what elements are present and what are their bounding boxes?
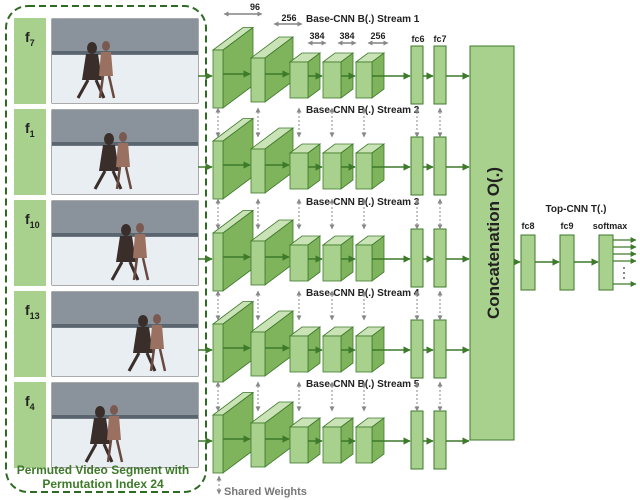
- conv2-block: [249, 36, 295, 103]
- frame-label: f1: [25, 120, 35, 139]
- fc7-block: [433, 136, 447, 196]
- stream-label: Base-CNN B(.) Stream 5: [306, 379, 420, 390]
- frame-item: f1: [14, 109, 199, 195]
- frame-label-panel: [14, 382, 46, 468]
- conv2-block: [249, 127, 295, 194]
- frame-item: f13: [14, 291, 199, 377]
- segment-caption-line2: Permutation Index 24: [42, 477, 164, 491]
- frame-item: f4: [14, 382, 199, 468]
- conv4-block: [321, 326, 355, 373]
- stream-label: Base-CNN B(.) Stream 4: [306, 288, 420, 299]
- top-cnn-label: Top-CNN T(.): [546, 204, 607, 215]
- frame-label-panel: [14, 109, 46, 195]
- fc7-block: [433, 410, 447, 470]
- shared-weights-text: Shared Weights: [224, 486, 307, 498]
- conv1-block: [211, 26, 255, 109]
- concatenation-label: Concatenation O(.): [484, 167, 503, 319]
- fc6-block: [410, 45, 424, 105]
- dimension-labels: 96 256 384 384 256 fc6 fc7: [223, 2, 447, 46]
- segment-caption-line1: Permuted Video Segment with: [17, 463, 189, 477]
- stream-1: Base-CNN B(.) Stream 1: [198, 14, 470, 109]
- stream-4: Base-CNN B(.) Stream 4: [198, 288, 470, 383]
- streams-layer: Base-CNN B(.) Stream 1 Base-CNN B(.) Stre…: [198, 14, 470, 474]
- shared-weights-legend: Shared Weights: [216, 475, 307, 498]
- fc9-label: fc9: [560, 221, 573, 231]
- conv2-block: [249, 310, 295, 377]
- stream-label: Base-CNN B(.) Stream 1: [306, 14, 420, 25]
- conv5-block: [354, 326, 386, 373]
- stream-label: Base-CNN B(.) Stream 2: [306, 105, 420, 116]
- fc9-block: [559, 234, 575, 291]
- conv3-block: [288, 326, 322, 373]
- dim-384-label-2: 384: [339, 31, 354, 41]
- frame-item: f7: [14, 18, 199, 104]
- dim-96-label: 96: [250, 2, 260, 12]
- fc6-label: fc6: [411, 34, 424, 44]
- stream-2: Base-CNN B(.) Stream 2: [198, 105, 470, 200]
- conv2-block: [249, 219, 295, 286]
- fc7-label: fc7: [433, 34, 446, 44]
- stream-5: Base-CNN B(.) Stream 5: [198, 379, 470, 474]
- frame-label: f10: [25, 211, 40, 230]
- fc7-block: [433, 228, 447, 288]
- fc7-block: [433, 45, 447, 105]
- fc6-block: [410, 410, 424, 470]
- concatenation-block: Concatenation O(.): [469, 45, 515, 441]
- fc8-label: fc8: [521, 221, 534, 231]
- fc6-block: [410, 319, 424, 379]
- frame-label: f13: [25, 302, 40, 321]
- frame-label: f4: [25, 393, 35, 412]
- frame-label-panel: [14, 200, 46, 286]
- top-cnn: Top-CNN T(.) fc8 fc9 softmax: [513, 204, 637, 291]
- softmax-block: [598, 234, 614, 291]
- softmax-outputs: [613, 237, 637, 287]
- shared-weights-layer: [215, 107, 443, 412]
- frames-layer: f7 f1 f10 f13 f4: [14, 18, 199, 468]
- frame-label: f7: [25, 29, 35, 48]
- frame-item: f10: [14, 200, 199, 286]
- dim-384-label-1: 384: [309, 31, 324, 41]
- fc6-block: [410, 228, 424, 288]
- conv1-block: [211, 391, 255, 474]
- stream-3: Base-CNN B(.) Stream 3: [198, 197, 470, 292]
- conv2-block: [249, 401, 295, 468]
- stream-label: Base-CNN B(.) Stream 3: [306, 197, 420, 208]
- fc6-block: [410, 136, 424, 196]
- video-segment-box: [5, 5, 207, 493]
- frame-label-panel: [14, 18, 46, 104]
- dim-256-label-2: 256: [370, 31, 385, 41]
- conv1-block: [211, 300, 255, 383]
- frame-label-panel: [14, 291, 46, 377]
- conv1-block: [211, 117, 255, 200]
- dim-256-label: 256: [281, 13, 296, 23]
- fc8-block: [520, 234, 536, 291]
- conv4-block: [321, 143, 355, 190]
- conv1-block: [211, 209, 255, 292]
- softmax-label: softmax: [593, 221, 628, 231]
- fc7-block: [433, 319, 447, 379]
